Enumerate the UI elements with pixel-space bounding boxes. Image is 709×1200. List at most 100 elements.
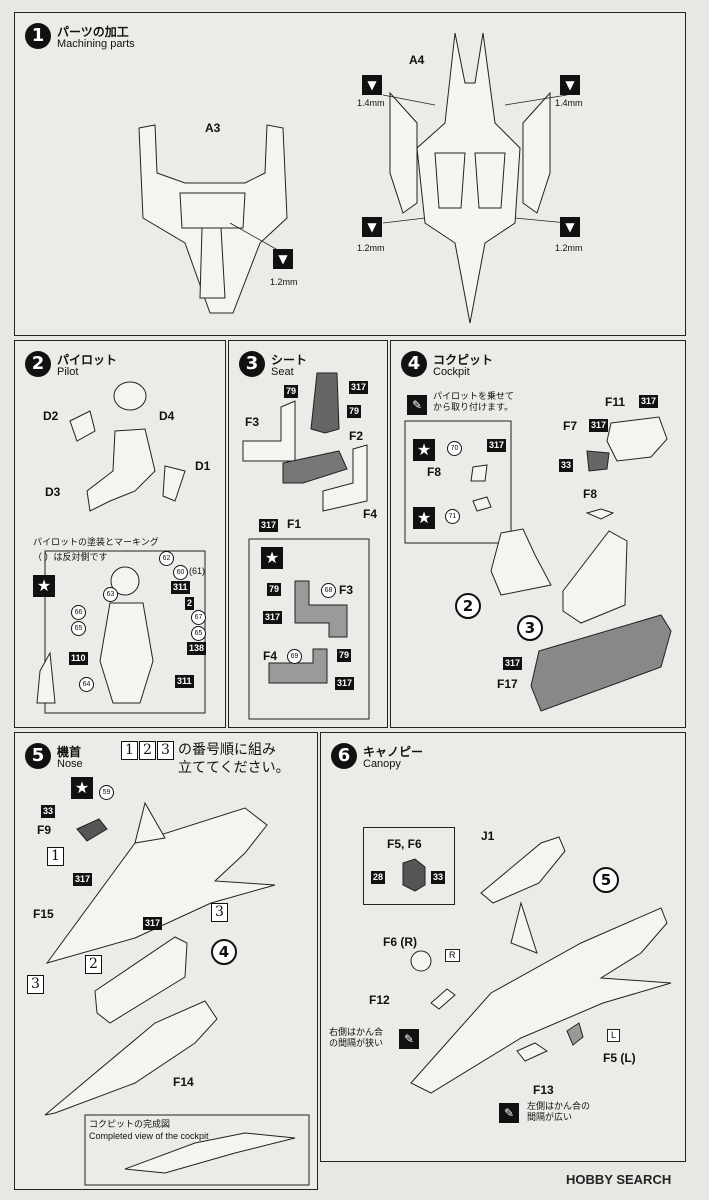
part-a4-label: A4 xyxy=(409,53,425,67)
hole-size-label: 1.4mm xyxy=(357,98,385,108)
color-code: 317 xyxy=(259,519,279,532)
drill-icon: ▼ xyxy=(362,217,382,237)
left-side-tag: L xyxy=(607,1029,621,1042)
step-number: 6 xyxy=(331,743,357,769)
color-code: 64 xyxy=(79,677,94,692)
canopy-drawing xyxy=(402,836,672,1094)
color-code: (61) xyxy=(189,566,206,576)
part-f17-label: F17 xyxy=(497,677,518,691)
part-f15-label: F15 xyxy=(33,907,54,921)
part-d3-label: D3 xyxy=(45,485,61,499)
step-ref-5: 5 xyxy=(593,867,619,893)
completed-view-jp: コクピットの完成図 xyxy=(89,1119,171,1129)
step-title-en: Seat xyxy=(271,366,294,378)
step-6-panel: 6 キャノピー Canopy F5, F6 28 33 J1 5 F6 (R) … xyxy=(320,732,686,1162)
part-d2-label: D2 xyxy=(43,409,59,423)
part-j1-label: J1 xyxy=(481,829,495,843)
caution-icon: ✎ xyxy=(499,1103,519,1123)
color-code: 66 xyxy=(71,605,86,620)
step-title-en: Nose xyxy=(57,758,83,770)
color-code: 317 xyxy=(73,873,93,886)
color-code: 33 xyxy=(41,805,56,818)
part-f11-label: F11 xyxy=(605,395,626,409)
part-d4-label: D4 xyxy=(159,409,175,423)
part-f13-label: F13 xyxy=(533,1083,554,1097)
color-code: 59 xyxy=(99,785,114,800)
step-title-jp: コクピット xyxy=(433,353,494,367)
step-5-panel: 5 機首 Nose 1 2 3 の番号順に組み 立ててください。 ★ 59 33… xyxy=(14,732,318,1190)
box-title: F5, F6 xyxy=(387,837,422,851)
step-title-jp: シート xyxy=(271,353,308,367)
f5-f6-painting-box xyxy=(363,827,455,905)
color-code: 317 xyxy=(639,395,659,408)
step-order-3: 3 xyxy=(27,975,44,994)
step-number: 1 xyxy=(25,23,51,49)
step-2-panel: 2 パイロット Pilot D2 D4 D1 D3 パイロットの塗装とマーキング… xyxy=(14,340,226,728)
drill-icon: ▼ xyxy=(560,75,580,95)
part-f12-label: F12 xyxy=(369,993,390,1007)
step-number: 5 xyxy=(25,743,51,769)
color-code: 70 xyxy=(447,441,462,456)
color-code: 79 xyxy=(347,405,362,418)
part-f8-label: F8 xyxy=(583,487,598,501)
color-code: 317 xyxy=(143,917,163,930)
color-code: 317 xyxy=(589,419,609,432)
star-icon: ★ xyxy=(33,575,55,597)
color-code: 317 xyxy=(335,677,355,690)
step-number: 3 xyxy=(239,351,265,377)
right-side-tag: R xyxy=(445,949,460,962)
color-code: 28 xyxy=(371,871,386,884)
hole-size-label: 1.2mm xyxy=(555,243,583,253)
color-code: 79 xyxy=(284,385,299,398)
part-f1-label: F1 xyxy=(287,517,302,531)
color-code: 33 xyxy=(559,459,574,472)
step-order-2: 2 xyxy=(85,955,102,974)
step-number: 4 xyxy=(401,351,427,377)
step-number: 2 xyxy=(25,351,51,377)
watermark: HOBBY SEARCH xyxy=(566,1172,672,1187)
drill-icon: ▼ xyxy=(362,75,382,95)
step-title-en: Pilot xyxy=(57,366,79,378)
seat-drawing xyxy=(242,372,370,720)
color-code: 62 xyxy=(159,551,174,566)
color-code: 65 xyxy=(191,626,206,641)
step-order-3: 3 xyxy=(211,903,228,922)
color-code: 67 xyxy=(191,610,206,625)
color-code: 79 xyxy=(267,583,282,596)
part-d1-label: D1 xyxy=(195,459,211,473)
color-code: 317 xyxy=(503,657,523,670)
step-ref-2: 2 xyxy=(455,593,481,619)
color-code: 79 xyxy=(337,649,352,662)
paint-note: （ ）は反対側です xyxy=(33,552,108,562)
order-note-text: の番号順に組み 立ててください。 xyxy=(178,742,290,776)
step-4-panel: 4 コクピット Cockpit ✎ パイロットを乗せて から取り付けます。 F1… xyxy=(390,340,686,728)
star-icon: ★ xyxy=(413,507,435,529)
color-code: 138 xyxy=(187,642,207,655)
drill-icon: ▼ xyxy=(273,249,293,269)
step-title-en: Cockpit xyxy=(433,366,470,378)
step-3-panel: 3 シート Seat 79 317 79 F3 F2 317 F1 F4 ★ 7… xyxy=(228,340,388,728)
paint-title: パイロットの塗装とマーキング xyxy=(33,537,159,547)
right-side-note: 右側はかん合 の間隔が狭い xyxy=(329,1027,384,1048)
star-icon: ★ xyxy=(413,439,435,461)
color-code: 65 xyxy=(71,621,86,636)
cockpit-drawing xyxy=(404,416,672,712)
star-icon: ★ xyxy=(261,547,283,569)
part-f8-label: F8 xyxy=(427,465,442,479)
color-code: 60 xyxy=(173,565,188,580)
color-code: 317 xyxy=(263,611,283,624)
part-f4-label: F4 xyxy=(363,507,378,521)
part-f2-label: F2 xyxy=(349,429,364,443)
step-order-1: 1 xyxy=(47,847,64,866)
step-title-en: Machining parts xyxy=(57,38,135,50)
caution-icon: ✎ xyxy=(399,1029,419,1049)
color-code: 317 xyxy=(487,439,507,452)
box-part-f4-label: F4 xyxy=(263,649,278,663)
step-title-jp: 機首 xyxy=(57,745,82,759)
color-code: 33 xyxy=(431,871,446,884)
step-title-jp: キャノピー xyxy=(363,745,424,759)
nose-drawing xyxy=(44,801,310,1186)
step-ref-4: 4 xyxy=(211,939,237,965)
step-ref-3: 3 xyxy=(517,615,543,641)
